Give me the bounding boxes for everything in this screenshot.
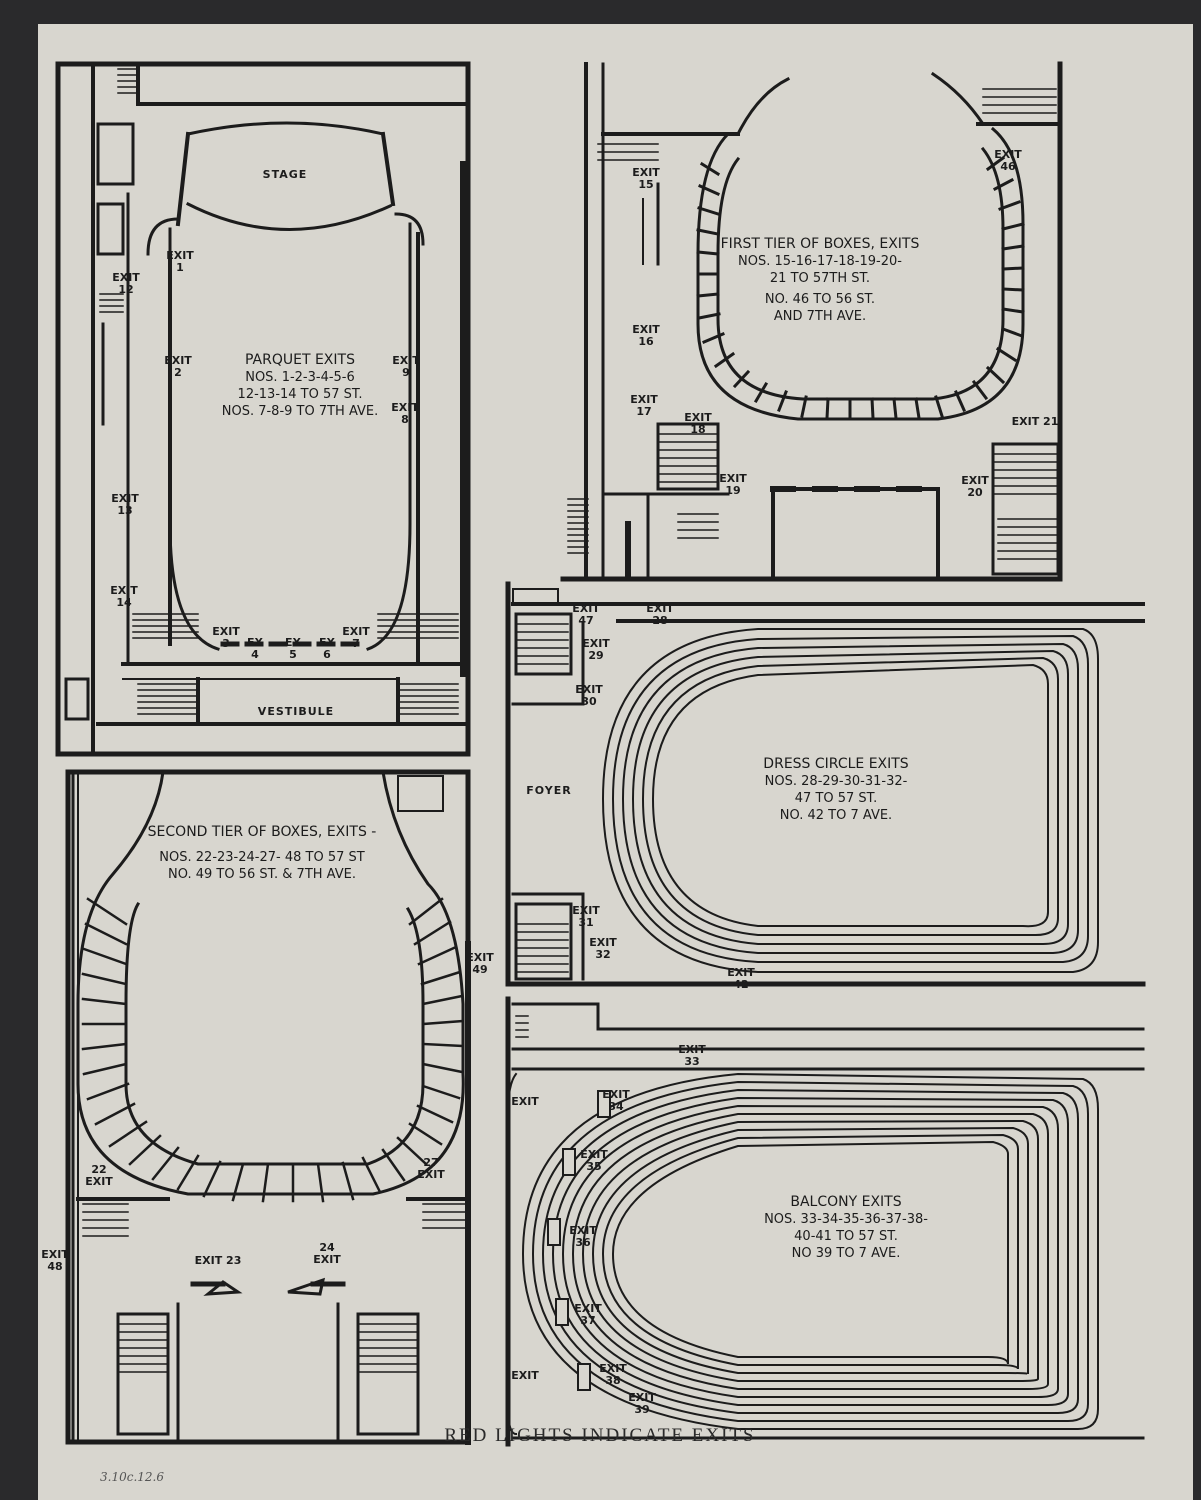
- dress-circle-plan: [505, 581, 1146, 987]
- second-tier-plan: [65, 769, 471, 1445]
- pencil-annotation: 3.10c.12.6: [100, 1470, 164, 1484]
- balcony-exits-note: BALCONY EXITS NOS. 33-34-35-36-37-38- 40…: [764, 1194, 928, 1261]
- first-tier-plan: [560, 61, 1063, 582]
- exit-21-label: EXIT 21: [1011, 415, 1059, 428]
- vestibule-label: VESTIBULE: [257, 705, 335, 718]
- dress-circle-exits-note: DRESS CIRCLE EXITS NOS. 28-29-30-31-32- …: [763, 756, 909, 823]
- red-lights-footer: RED LIGHTS INDICATE EXITS: [444, 1425, 756, 1446]
- first-tier-exits-note: FIRST TIER OF BOXES, EXITS NOS. 15-16-17…: [720, 236, 920, 324]
- floor-plan-drawing: [55, 61, 1146, 1447]
- exit-23-label: EXIT 23: [194, 1254, 242, 1267]
- balcony-plan: [505, 996, 1145, 1447]
- parquet-plan: [55, 61, 471, 757]
- foyer-label: FOYER: [526, 784, 572, 797]
- balcony-exit-lower-label: EXIT: [511, 1369, 539, 1382]
- second-tier-exits-note: SECOND TIER OF BOXES, EXITS - NOS. 22-23…: [147, 824, 377, 882]
- balcony-exit-upper-label: EXIT: [511, 1095, 539, 1108]
- parquet-exits-note: PARQUET EXITS NOS. 1-2-3-4-5-6 12-13-14 …: [221, 352, 379, 419]
- stage-label: STAGE: [262, 168, 308, 181]
